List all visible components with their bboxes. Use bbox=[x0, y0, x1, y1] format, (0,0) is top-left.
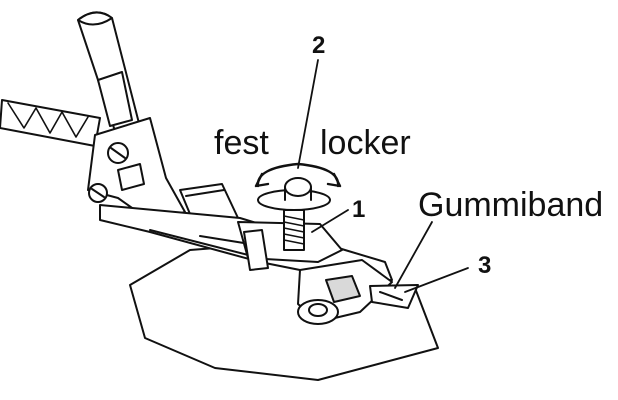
callout-line-3 bbox=[404, 267, 469, 293]
needle-bar-top bbox=[77, 11, 113, 26]
feed-plate bbox=[325, 275, 361, 303]
toe-screw bbox=[308, 303, 328, 317]
label-fest: fest bbox=[214, 124, 269, 162]
label-gummiband: Gummiband bbox=[418, 186, 604, 224]
callout-3: 3 bbox=[478, 252, 492, 279]
label-locker: locker bbox=[320, 124, 411, 162]
callout-1: 1 bbox=[352, 196, 366, 223]
needle-clamp bbox=[97, 71, 133, 127]
callout-line-1 bbox=[311, 209, 349, 233]
screw-thread bbox=[283, 215, 305, 245]
shank-block bbox=[117, 163, 145, 191]
callout-line-2 bbox=[297, 59, 319, 169]
screw-knob bbox=[284, 177, 312, 197]
callout-line-gummiband bbox=[394, 221, 433, 289]
band-zigzag-left bbox=[7, 102, 89, 138]
callout-2: 2 bbox=[312, 32, 326, 59]
bracket-slot bbox=[243, 229, 269, 271]
